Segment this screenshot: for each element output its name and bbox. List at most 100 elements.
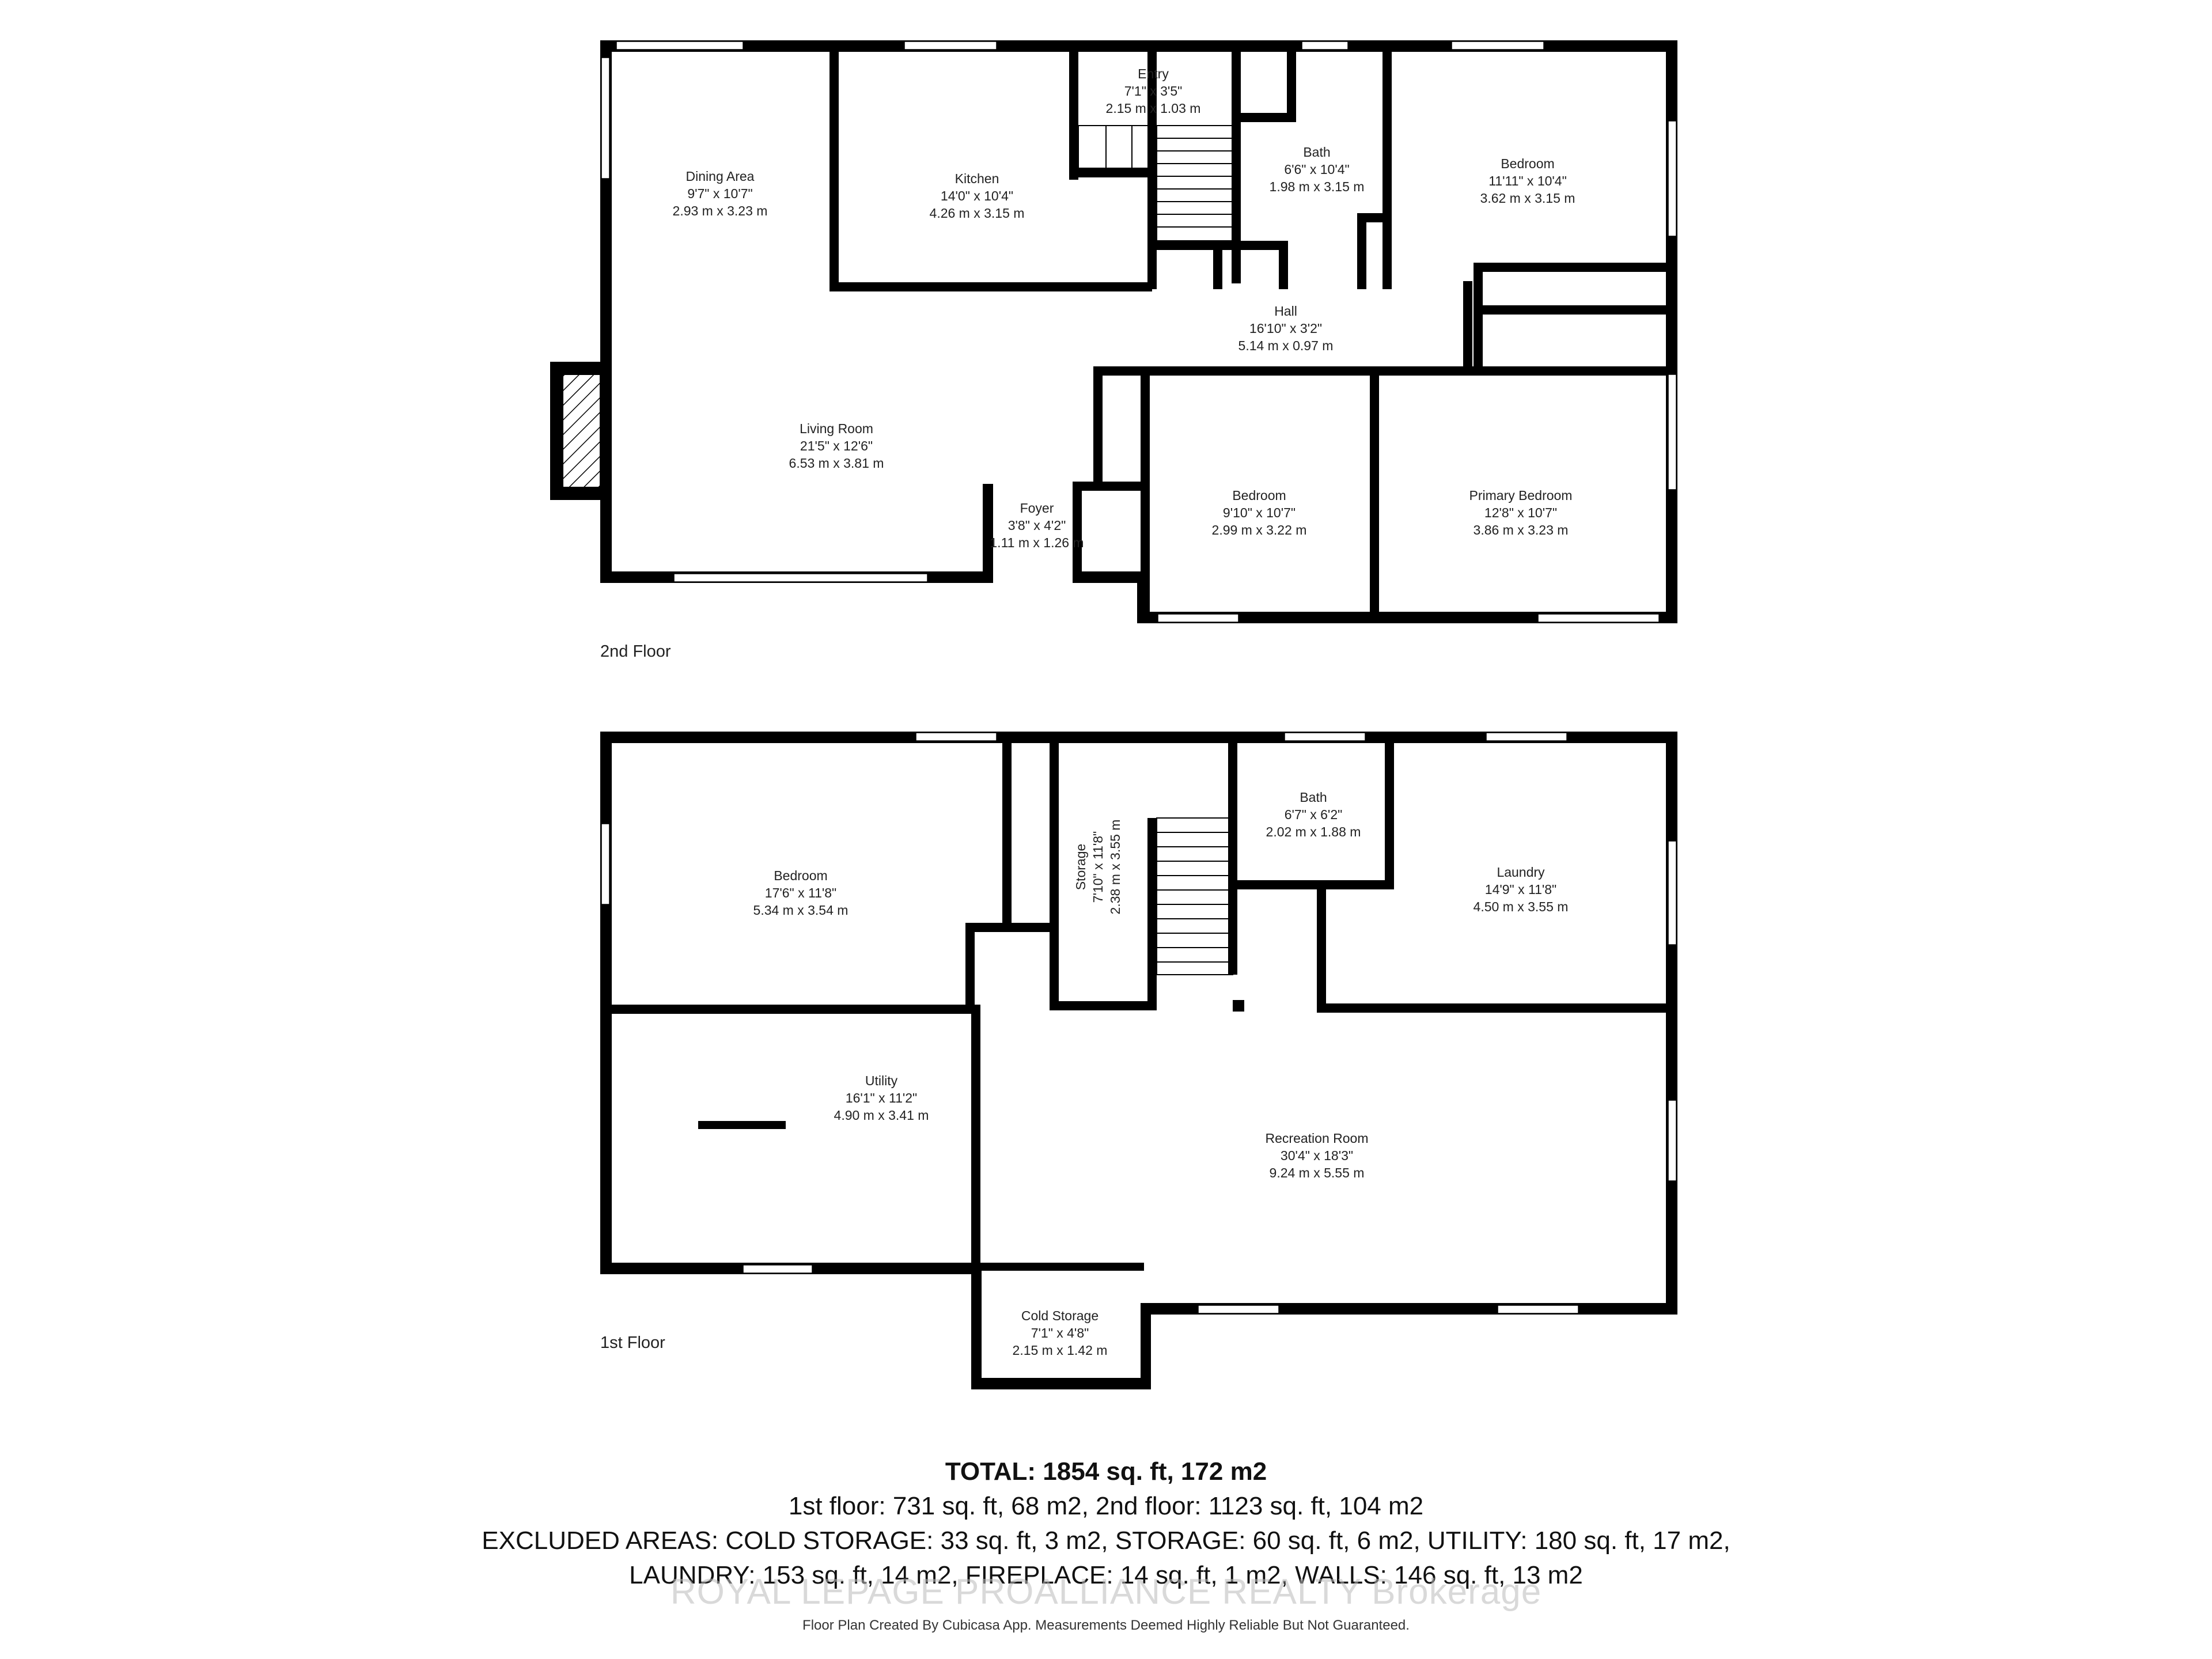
svg-text:30'4" x 18'3": 30'4" x 18'3" — [1281, 1148, 1353, 1163]
wall — [965, 923, 975, 1009]
svg-text:16'10" x 3'2": 16'10" x 3'2" — [1249, 321, 1322, 336]
svg-text:Storage: Storage — [1073, 844, 1088, 891]
wall — [1073, 571, 1147, 583]
first-floor-plan — [600, 732, 1677, 1389]
svg-text:1.11 m x 1.26 m: 1.11 m x 1.26 m — [990, 535, 1084, 550]
svg-text:5.34 m x 3.54 m: 5.34 m x 3.54 m — [753, 903, 849, 918]
svg-text:3.62 m x 3.15 m: 3.62 m x 3.15 m — [1480, 191, 1575, 206]
wall — [600, 1005, 980, 1014]
wall — [1232, 113, 1296, 122]
wall — [1357, 213, 1366, 289]
window — [1198, 1305, 1279, 1314]
window — [1301, 41, 1349, 50]
room-label-cold-storage: Cold Storage 7'1" x 4'8" 2.15 m x 1.42 m — [1013, 1308, 1108, 1358]
wall — [1370, 366, 1379, 623]
svg-text:12'8" x 10'7": 12'8" x 10'7" — [1484, 505, 1557, 520]
wall — [830, 47, 839, 289]
svg-text:6'7" x 6'2": 6'7" x 6'2" — [1285, 807, 1343, 822]
wall — [1666, 732, 1677, 1313]
window — [743, 1264, 813, 1274]
window — [616, 41, 744, 50]
svg-text:2.15 m x 1.03 m: 2.15 m x 1.03 m — [1106, 101, 1201, 116]
window — [1157, 613, 1239, 623]
room-label-primary-bedroom: Primary Bedroom 12'8" x 10'7" 3.86 m x 3… — [1469, 488, 1573, 537]
window — [1486, 732, 1567, 741]
wall — [1141, 366, 1150, 623]
wall — [830, 282, 1152, 291]
room-label-storage: Storage 7'10" x 11'8" 2.38 m x 3.55 m — [1073, 820, 1123, 915]
svg-text:Laundry: Laundry — [1497, 865, 1545, 880]
plan-credit: Floor Plan Created By Cubicasa App. Meas… — [802, 1618, 1410, 1633]
wall — [1474, 263, 1669, 272]
stairs — [1156, 817, 1233, 975]
wall — [600, 732, 1677, 743]
svg-text:4.90 m x 3.41 m: 4.90 m x 3.41 m — [834, 1108, 929, 1123]
wall — [983, 484, 993, 583]
svg-text:Living Room: Living Room — [800, 421, 873, 436]
svg-text:Foyer: Foyer — [1020, 501, 1054, 516]
window — [673, 573, 928, 582]
svg-text:7'1" x 4'8": 7'1" x 4'8" — [1031, 1325, 1089, 1340]
wall — [965, 923, 1058, 932]
svg-text:Entry: Entry — [1138, 66, 1169, 81]
wall — [1474, 305, 1669, 315]
window — [1668, 1100, 1677, 1181]
room-label-bath-upper: Bath 6'6" x 10'4" 1.98 m x 3.15 m — [1270, 145, 1365, 194]
room-label-laundry: Laundry 14'9" x 11'8" 4.50 m x 3.55 m — [1474, 865, 1569, 914]
room-label-kitchen: Kitchen 14'0" x 10'4" 4.26 m x 3.15 m — [930, 171, 1025, 221]
wall — [1147, 818, 1157, 1008]
utility-fixture — [698, 1121, 786, 1129]
svg-text:17'6" x 11'8": 17'6" x 11'8" — [765, 885, 836, 900]
wall — [1002, 738, 1012, 923]
floor-label-2nd: 2nd Floor — [600, 642, 671, 661]
svg-text:7'1" x 3'5": 7'1" x 3'5" — [1124, 84, 1183, 99]
svg-text:2.93 m x 3.23 m: 2.93 m x 3.23 m — [673, 203, 768, 218]
second-floor-plan — [550, 40, 1677, 623]
svg-text:Bath: Bath — [1300, 790, 1327, 805]
svg-text:5.14 m x 0.97 m: 5.14 m x 0.97 m — [1238, 338, 1334, 353]
wall — [1050, 738, 1059, 1009]
svg-text:11'11" x 10'4": 11'11" x 10'4" — [1488, 173, 1567, 188]
window — [601, 57, 610, 179]
svg-text:Cold Storage: Cold Storage — [1021, 1308, 1099, 1323]
svg-text:Primary Bedroom: Primary Bedroom — [1469, 488, 1573, 503]
room-label-bedroom-lower: Bedroom 17'6" x 11'8" 5.34 m x 3.54 m — [753, 868, 849, 918]
wall — [1385, 738, 1394, 889]
wall — [1279, 241, 1288, 289]
svg-text:Bedroom: Bedroom — [1232, 488, 1286, 503]
wall — [1463, 281, 1472, 368]
svg-text:Utility: Utility — [865, 1073, 898, 1088]
wall — [1073, 482, 1147, 491]
excluded-areas-line-2: LAUNDRY: 153 sq. ft, 14 m2, FIREPLACE: 1… — [629, 1561, 1583, 1589]
room-label-foyer: Foyer 3'8" x 4'2" 1.11 m x 1.26 m — [990, 501, 1084, 550]
column — [1233, 1000, 1244, 1012]
wall — [1093, 366, 1103, 482]
window — [1668, 120, 1677, 237]
svg-text:21'5" x 12'6": 21'5" x 12'6" — [800, 438, 873, 453]
svg-text:4.50 m x 3.55 m: 4.50 m x 3.55 m — [1474, 899, 1569, 914]
svg-text:9'10" x 10'7": 9'10" x 10'7" — [1223, 505, 1296, 520]
svg-text:1.98 m x 3.15 m: 1.98 m x 3.15 m — [1270, 179, 1365, 194]
wall — [1287, 47, 1296, 122]
svg-text:Recreation Room: Recreation Room — [1266, 1131, 1369, 1146]
svg-text:Bath: Bath — [1303, 145, 1330, 160]
svg-text:2.02 m x 1.88 m: 2.02 m x 1.88 m — [1266, 824, 1361, 839]
fireplace-hatch — [562, 374, 601, 488]
svg-text:9.24 m x 5.55 m: 9.24 m x 5.55 m — [1270, 1165, 1365, 1180]
svg-text:14'9" x 11'8": 14'9" x 11'8" — [1485, 882, 1556, 897]
svg-text:2.38 m x 3.55 m: 2.38 m x 3.55 m — [1108, 820, 1123, 915]
wall — [600, 40, 1677, 52]
wall — [1073, 482, 1082, 579]
svg-text:Bedroom: Bedroom — [774, 868, 827, 883]
room-label-hall: Hall 16'10" x 3'2" 5.14 m x 0.97 m — [1238, 304, 1334, 353]
svg-text:2.15 m x 1.42 m: 2.15 m x 1.42 m — [1013, 1343, 1108, 1358]
wall — [1069, 168, 1156, 177]
room-label-bedroom-middle: Bedroom 9'10" x 10'7" 2.99 m x 3.22 m — [1212, 488, 1307, 537]
stairs — [1078, 125, 1237, 241]
svg-text:3.86 m x 3.23 m: 3.86 m x 3.23 m — [1474, 522, 1569, 537]
floor-areas: 1st floor: 731 sq. ft, 68 m2, 2nd floor:… — [788, 1492, 1424, 1520]
wall — [971, 1378, 1151, 1389]
svg-text:14'0" x 10'4": 14'0" x 10'4" — [941, 188, 1013, 203]
wall — [1382, 47, 1392, 289]
